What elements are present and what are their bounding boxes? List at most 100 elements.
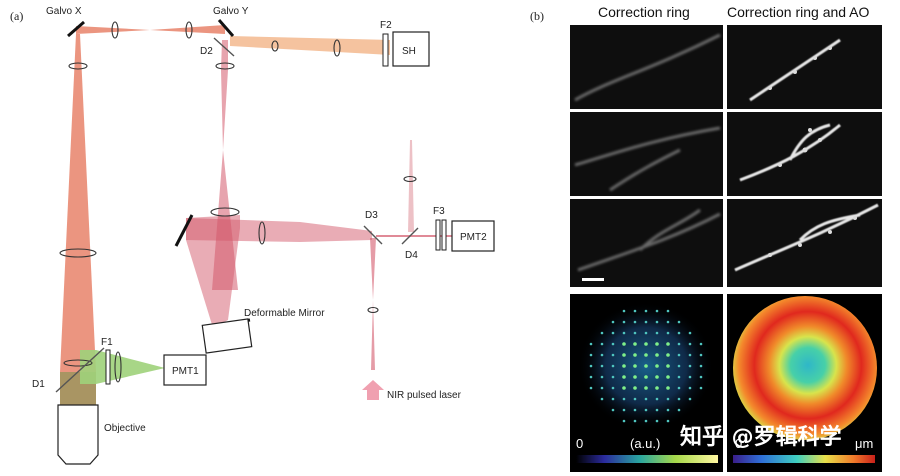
tile-right-2 — [727, 112, 882, 196]
label-d2: D2 — [200, 46, 213, 57]
psf-spot — [688, 353, 692, 357]
psf-spot — [622, 397, 626, 401]
panel-b-tag: (b) — [530, 9, 544, 23]
d3-dichroic — [363, 225, 383, 245]
psf-spot — [655, 342, 659, 346]
scale-bar — [582, 278, 604, 281]
psf-spot — [633, 309, 637, 313]
psf-spot-grid — [589, 309, 703, 423]
colorbar-left-unit: (a.u.) — [630, 436, 660, 451]
galvo-x-mirror — [67, 20, 85, 38]
psf-spot — [644, 397, 648, 401]
psf-spot — [633, 320, 637, 324]
psf-spot — [600, 364, 604, 368]
psf-spot — [644, 364, 648, 368]
f3-filter — [435, 219, 441, 251]
psf-spot — [611, 331, 615, 335]
d2-dichroic — [213, 37, 235, 57]
galvo-y-mirror — [217, 19, 235, 37]
psf-spot — [688, 342, 692, 346]
dm-beam-horizontal — [186, 218, 372, 242]
psf-spot — [611, 375, 615, 379]
spines-right — [768, 46, 857, 257]
pmt2-box — [451, 220, 495, 252]
psf-spot — [677, 386, 681, 390]
psf-spot — [611, 397, 615, 401]
label-f2: F2 — [380, 20, 392, 31]
psf-spot — [666, 375, 670, 379]
psf-spot — [633, 331, 637, 335]
tile-left-2 — [570, 112, 723, 196]
psf-spot — [655, 331, 659, 335]
psf-spot — [688, 331, 692, 335]
psf-spot — [655, 375, 659, 379]
dm-beam-diagonal — [186, 215, 240, 328]
psf-spot — [600, 353, 604, 357]
psf-spot — [644, 353, 648, 357]
label-pmt2: PMT2 — [460, 232, 487, 243]
psf-spot — [666, 342, 670, 346]
f1-filter — [105, 349, 111, 385]
tile-right-3 — [727, 199, 882, 287]
psf-spot — [622, 342, 626, 346]
psf-spot — [688, 375, 692, 379]
dichroics — [55, 37, 419, 393]
galvo-beam-top — [76, 25, 225, 34]
d1-dichroic — [55, 347, 105, 393]
label-sh: SH — [402, 46, 416, 57]
nir-beam — [370, 238, 376, 370]
psf-spot — [644, 309, 648, 313]
psf-spot — [611, 320, 615, 324]
objective-body — [57, 404, 99, 465]
psf-spot — [589, 342, 593, 346]
sh-beam — [230, 36, 390, 55]
psf-spot — [589, 375, 593, 379]
psf-spot — [633, 364, 637, 368]
label-galvo-x: Galvo X — [46, 6, 82, 17]
panel-b: (b) Correction ring Correction ring and … — [530, 4, 882, 472]
colorbar-left-min: 0 — [576, 436, 583, 451]
psf-spot — [677, 331, 681, 335]
psf-spot — [622, 331, 626, 335]
psf-spot — [677, 408, 681, 412]
psf-spot — [633, 419, 637, 423]
psf-spot — [644, 320, 648, 324]
psf-spot — [655, 353, 659, 357]
psf-spot — [611, 408, 615, 412]
wavefront-disk — [733, 296, 877, 440]
label-d3: D3 — [365, 210, 378, 221]
psf-spot — [655, 320, 659, 324]
psf-spot — [699, 353, 703, 357]
psf-spot — [611, 364, 615, 368]
d4-vertical-beam — [408, 140, 414, 232]
psf-spot — [655, 408, 659, 412]
nir-arrow-icon — [362, 380, 384, 400]
psf-spot — [644, 419, 648, 423]
psf-spot — [677, 375, 681, 379]
label-deformable-mirror: Deformable Mirror — [244, 308, 325, 319]
psf-spot — [655, 419, 659, 423]
label-d4: D4 — [405, 250, 418, 261]
label-nir: NIR pulsed laser — [387, 390, 462, 401]
psf-spot — [666, 331, 670, 335]
psf-spot — [666, 419, 670, 423]
psf-spot — [688, 397, 692, 401]
tile-right-1 — [727, 25, 882, 109]
psf-spot — [644, 386, 648, 390]
psf-spot — [666, 397, 670, 401]
fold-mirror — [174, 214, 194, 247]
microscopy-tiles — [570, 25, 882, 287]
psf-spot — [600, 397, 604, 401]
psf-spot — [600, 342, 604, 346]
psf-spot — [666, 386, 670, 390]
psf-spot — [655, 386, 659, 390]
psf-spot — [611, 353, 615, 357]
psf-spot — [699, 342, 703, 346]
psf-spot — [677, 342, 681, 346]
psf-spot — [622, 375, 626, 379]
psf-spot — [677, 320, 681, 324]
watermark: 知乎 @罗辑科学 — [680, 424, 842, 450]
excitation-beam-vertical — [60, 34, 96, 372]
psf-spot — [644, 342, 648, 346]
